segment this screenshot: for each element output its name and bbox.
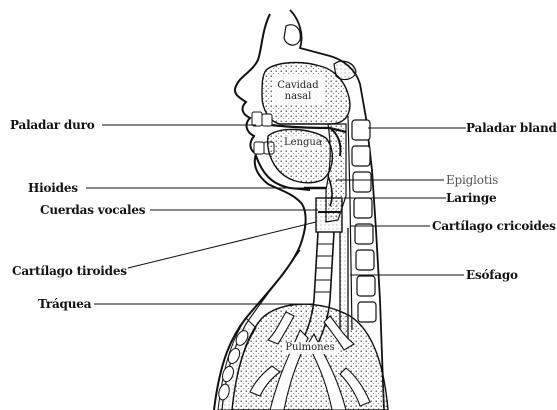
- nasal-cavity-label-line2: nasal: [274, 91, 322, 102]
- sphenoid-sinus: [334, 61, 356, 79]
- label-laringe: Laringe: [446, 191, 496, 205]
- larynx-box: [316, 198, 342, 232]
- label-cartilago-tiroides: Cartílago tiroides: [12, 264, 127, 278]
- lungs-label: Pulmones: [282, 342, 338, 353]
- nasal-cavity-label: Cavidad nasal: [274, 80, 322, 102]
- label-cartilago-cricoides: Cartílago cricoides: [432, 219, 556, 233]
- nasal-cavity-label-line1: Cavidad: [274, 80, 322, 91]
- label-paladar-duro: Paladar duro: [10, 118, 95, 132]
- label-esofago: Esófago: [466, 268, 518, 282]
- label-cuerdas-vocales: Cuerdas vocales: [40, 203, 145, 217]
- vertebrae: [352, 120, 376, 322]
- label-hioides: Hioides: [28, 181, 78, 195]
- label-traquea: Tráquea: [38, 297, 91, 311]
- label-epiglotis: Epiglotis: [446, 173, 498, 187]
- frontal-sinus: [284, 25, 300, 45]
- tongue-label: Lengua: [284, 137, 318, 148]
- label-paladar-blando: Paladar blando: [466, 121, 557, 135]
